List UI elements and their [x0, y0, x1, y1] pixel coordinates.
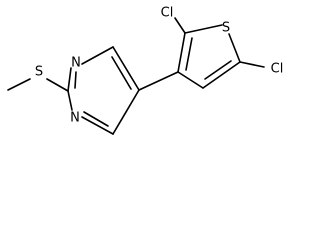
atom-label-s-thioether: S	[35, 65, 43, 80]
bond-c2-n1-double	[74, 71, 77, 89]
bond-c6-c4-inner	[111, 56, 132, 90]
atom-label-cl-right: Cl	[271, 62, 284, 77]
bond-c4-c5	[112, 89, 140, 135]
bond-c3-c2-thiophene-double	[185, 37, 193, 71]
bond-c2-chlorine	[174, 17, 186, 34]
bond-c5-n3-inner	[83, 111, 109, 127]
bond-c3-c2-thiophene	[177, 32, 186, 73]
bond-c4-c3-thiophene	[177, 71, 204, 89]
bond-c2-n1	[67, 67, 72, 92]
bond-n3-c2	[67, 90, 73, 111]
bond-c5-n3	[81, 116, 114, 135]
atom-label-n-upper: N	[71, 56, 81, 71]
atom-label-cl-upper: Cl	[161, 6, 174, 21]
bond-pyrimidine-thiophene	[138, 71, 179, 91]
bond-c5-c4-thiophene-double	[204, 60, 232, 80]
bond-c5-c4-thiophene	[202, 61, 241, 89]
bond-c5-chlorine	[239, 61, 265, 68]
chemical-structure-diagram: S N N Cl S Cl	[7, 6, 284, 135]
atom-label-s-thiophene: S	[222, 21, 230, 36]
bond-c6-c4	[112, 46, 140, 91]
bond-c2-s-thiophene	[184, 24, 223, 34]
bond-methyl-sulfur	[7, 78, 31, 91]
bond-s-c5-thiophene	[228, 33, 241, 63]
bond-sulfur-pyrimidine	[46, 78, 69, 92]
atom-label-n-lower: N	[70, 111, 80, 126]
bond-n1-c6	[81, 46, 114, 65]
